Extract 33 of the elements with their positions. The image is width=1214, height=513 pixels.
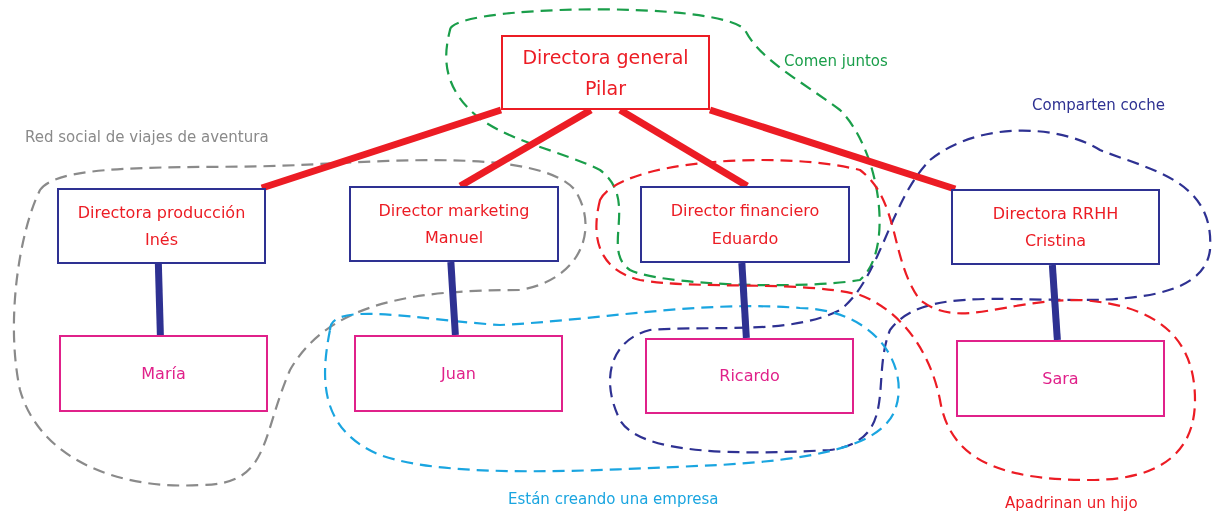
box-text: Directora producción	[77, 202, 246, 222]
person-box	[501, 35, 710, 110]
person-box	[354, 335, 563, 412]
connector-line	[260, 106, 503, 192]
box-text: María	[141, 363, 186, 384]
connector-line	[618, 107, 749, 189]
box-text: Ricardo	[719, 366, 780, 386]
person-box	[640, 186, 850, 263]
box-text: Pilar	[584, 76, 627, 100]
box-text: Sara	[1042, 368, 1079, 389]
group-label: Están creando una empresa	[508, 490, 719, 508]
person-box	[956, 340, 1165, 417]
person-box	[645, 338, 854, 414]
connector-line	[447, 261, 459, 336]
person-box	[349, 186, 559, 262]
box-text: Cristina	[1024, 231, 1087, 251]
connector-line	[708, 106, 957, 193]
group-label: Apadrinan un hijo	[1005, 494, 1138, 512]
person-box	[59, 335, 268, 412]
box-text: Eduardo	[711, 228, 779, 248]
connector-line	[154, 263, 164, 336]
group-label: Comparten coche	[1032, 96, 1165, 114]
box-text: Director marketing	[378, 200, 530, 220]
box-text: Manuel	[424, 228, 484, 248]
box-text: Directora general	[522, 45, 689, 69]
person-box	[57, 188, 266, 264]
box-text: Juan	[441, 363, 476, 384]
box-text: Directora RRHH	[992, 203, 1119, 223]
group-label: Comen juntos	[784, 52, 888, 70]
person-box	[951, 189, 1160, 265]
box-text: Inés	[144, 230, 178, 250]
box-text: Director financiero	[670, 201, 820, 221]
group-label: Red social de viajes de aventura	[25, 128, 269, 146]
